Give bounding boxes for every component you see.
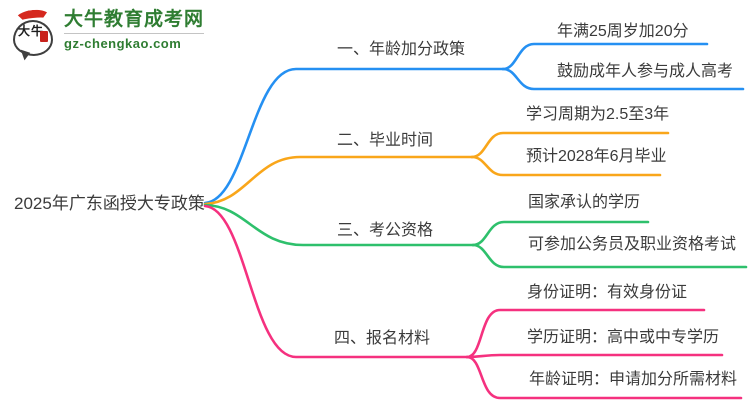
speech-bubble-tail — [17, 49, 31, 62]
leaf-3-1-underline — [471, 220, 650, 247]
logo-bubble-icon: 大牛 — [12, 8, 58, 62]
leaf-2-2-label: 预计2028年6月毕业 — [526, 148, 667, 165]
branch-4-line — [203, 204, 469, 359]
branch-2-line — [203, 155, 474, 206]
leaf-2-2-underline — [470, 155, 662, 177]
leaf-3-2-label: 可参加公务员及职业资格考试 — [528, 236, 737, 253]
root-topic: 2025年广东函授大专政策 — [14, 194, 205, 213]
leaf-3-1-label: 国家承认的学历 — [528, 194, 641, 211]
leaf-4-1-label: 身份证明：有效身份证 — [527, 284, 688, 301]
leaf-3-2-underline — [471, 243, 748, 269]
leaf-2-1-underline — [470, 131, 670, 159]
logo-mark-text: 大牛 — [18, 24, 45, 38]
site-logo[interactable]: 大牛 大牛教育成考网 gz-chengkao.com — [12, 8, 205, 62]
branch-2-label: 二、毕业时间 — [337, 132, 434, 149]
leaf-1-1-underline — [501, 42, 709, 71]
branch-3-line — [203, 203, 475, 247]
logo-seal-icon — [40, 31, 48, 42]
leaf-4-3-label: 年龄证明：申请加分所需材料 — [529, 371, 738, 388]
leaf-4-2-underline — [465, 353, 724, 359]
leaf-1-2-underline — [501, 67, 745, 91]
logo-subtitle: gz-chengkao.com — [64, 33, 205, 52]
leaf-4-2-label: 学历证明：高中或中专学历 — [527, 329, 720, 346]
leaf-1-2-label: 鼓励成年人参与成人高考 — [557, 63, 734, 80]
branch-1-label: 一、年龄加分政策 — [337, 41, 466, 58]
leaf-2-1-label: 学习周期为2.5至3年 — [526, 106, 670, 123]
leaf-4-1-underline — [465, 308, 706, 359]
branch-4-label: 四、报名材料 — [334, 330, 431, 347]
logo-text-block: 大牛教育成考网 gz-chengkao.com — [64, 8, 205, 52]
branch-3-label: 三、考公资格 — [337, 222, 434, 239]
leaf-4-3-underline — [465, 355, 743, 400]
logo-title: 大牛教育成考网 — [64, 9, 205, 30]
leaf-1-1-label: 年满25周岁加20分 — [557, 23, 689, 40]
branch-1-line — [203, 67, 505, 205]
